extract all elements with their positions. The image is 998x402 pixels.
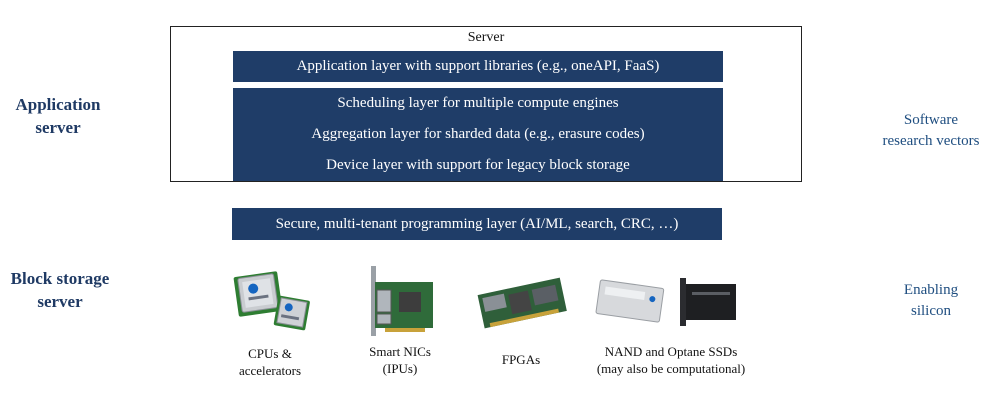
application-layer: Application layer with support libraries… xyxy=(233,51,723,82)
application-server-label-line1: Application xyxy=(15,95,101,114)
block-storage-server-label: Block storage server xyxy=(4,267,116,313)
server-box: Server Application layer with support li… xyxy=(170,26,802,182)
smart-nic-card-icon xyxy=(371,266,433,336)
hw-caption-cpus-line2: accelerators xyxy=(238,363,302,378)
application-server-label-line2: server xyxy=(35,118,81,137)
hw-caption-smart-nics-line1: Smart NICs xyxy=(369,344,431,359)
application-server-label: Application server xyxy=(8,93,108,139)
programming-layer: Secure, multi-tenant programming layer (… xyxy=(232,208,722,240)
fpga-card-icon xyxy=(477,277,567,329)
software-research-vectors-label: Software research vectors xyxy=(870,110,992,152)
hw-caption-ssds: NAND and Optane SSDs (may also be comput… xyxy=(586,343,756,377)
hw-caption-ssds-line1: NAND and Optane SSDs xyxy=(604,344,738,359)
server-title: Server xyxy=(467,30,505,45)
hw-caption-cpus: CPUs & accelerators xyxy=(222,345,318,379)
ssd-drives-icon xyxy=(595,278,736,326)
hw-caption-fpgas-line1: FPGAs xyxy=(501,352,541,367)
enabling-silicon-label: Enabling silicon xyxy=(880,280,982,322)
hw-caption-smart-nics-line2: (IPUs) xyxy=(382,361,418,376)
scheduling-layer: Scheduling layer for multiple compute en… xyxy=(233,88,723,119)
cpu-chips-icon xyxy=(233,271,310,331)
enabling-silicon-line1: Enabling xyxy=(903,282,959,298)
hw-caption-ssds-line2: (may also be computational) xyxy=(596,361,746,376)
software-research-vectors-line2: research vectors xyxy=(882,133,980,149)
software-research-vectors-line1: Software xyxy=(903,112,959,128)
hw-caption-smart-nics: Smart NICs (IPUs) xyxy=(352,343,448,377)
enabling-silicon-line2: silicon xyxy=(911,303,951,319)
device-layer: Device layer with support for legacy blo… xyxy=(233,150,723,181)
aggregation-layer: Aggregation layer for sharded data (e.g.… xyxy=(233,119,723,150)
block-storage-server-label-line2: server xyxy=(37,292,83,311)
block-storage-server-label-line1: Block storage xyxy=(10,269,110,288)
hw-caption-fpgas: FPGAs xyxy=(476,351,566,368)
hw-caption-cpus-line1: CPUs & xyxy=(248,346,292,361)
